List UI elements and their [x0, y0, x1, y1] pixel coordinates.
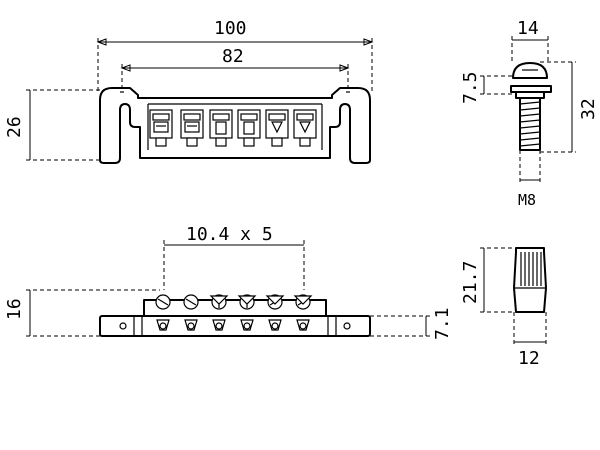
dim-top-inner-width: 82 [222, 46, 244, 67]
dim-stud-head-width: 14 [517, 18, 539, 39]
top-view: 100 82 26 [4, 18, 374, 164]
dim-base-height: 7.1 [432, 307, 453, 340]
dim-bushing-height: 21.7 [460, 261, 481, 304]
dim-top-height: 26 [4, 116, 25, 138]
bridge-body-top [99, 87, 371, 164]
front-view: 10.4 x 5 16 7.1 [4, 224, 453, 340]
dim-stud-length: 32 [578, 98, 599, 120]
dim-top-overall-width: 100 [214, 18, 247, 39]
dim-bushing-diameter: 12 [518, 348, 540, 369]
dim-saddle-spacing: 10.4 x 5 [186, 224, 273, 245]
saddle-row-front [155, 294, 313, 331]
stud-thread [519, 97, 541, 151]
dim-stud-head-height: 7.5 [460, 71, 481, 104]
stud-view: 14 7.5 32 M8 [460, 18, 599, 209]
saddle-row-top [149, 109, 317, 147]
dim-front-height: 16 [4, 298, 25, 320]
dim-stud-thread: M8 [518, 191, 536, 209]
bushing-view: 21.7 12 [460, 247, 547, 369]
bridge-base-front [99, 315, 371, 337]
